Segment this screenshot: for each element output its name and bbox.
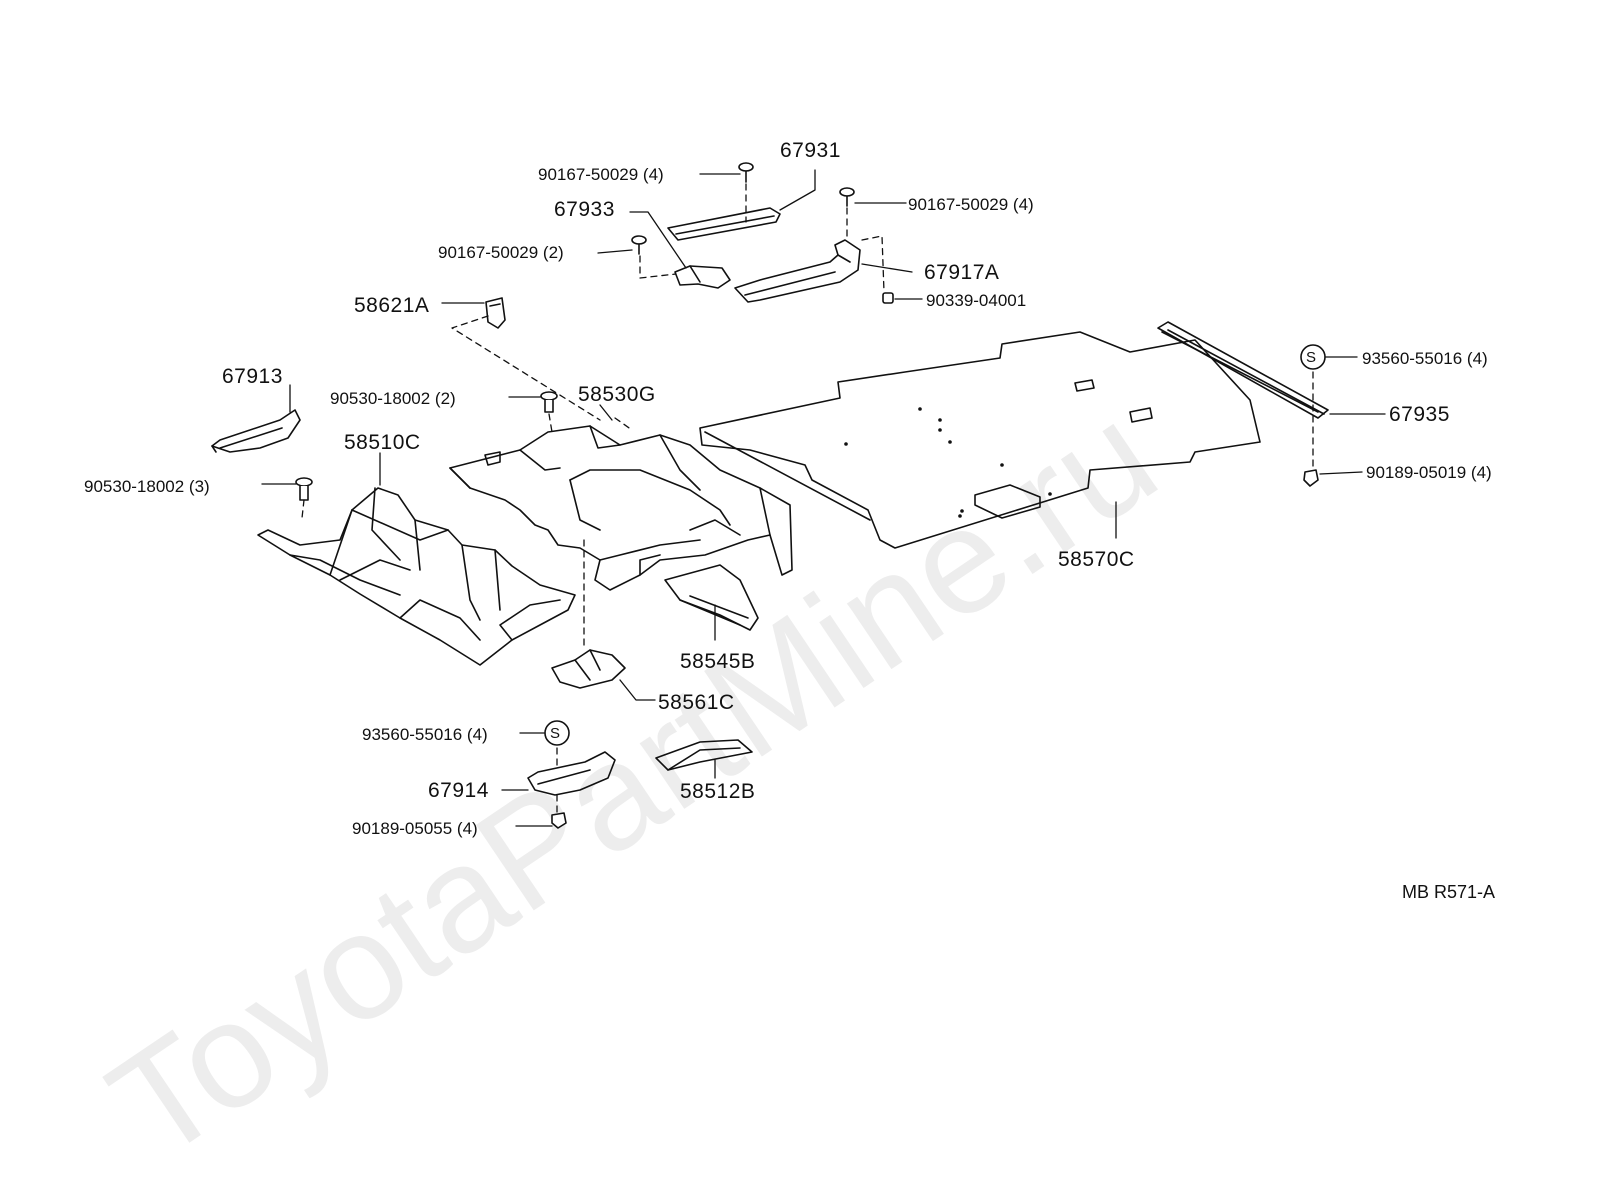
plate-67933 <box>674 265 731 289</box>
label-58530g: 58530G <box>578 383 656 406</box>
label-67933: 67933 <box>554 198 615 221</box>
mat-dots <box>844 407 1052 518</box>
label-58510c: 58510C <box>344 431 421 454</box>
label-90530-18002-2: 90530-18002 (2) <box>330 389 456 408</box>
label-90167-50029-4-b: 90167-50029 (4) <box>908 195 1034 214</box>
label-58570c: 58570C <box>1058 548 1135 571</box>
floor-mat-58570c <box>699 331 1261 549</box>
diagram-drawing <box>211 162 1386 829</box>
leader-lines <box>261 169 1386 827</box>
label-90339-04001: 90339-04001 <box>926 291 1027 310</box>
s-circles <box>544 344 1326 746</box>
label-67914: 67914 <box>428 779 489 802</box>
bracket-58561c <box>551 649 626 689</box>
label-90189-05055-4: 90189-05055 (4) <box>352 819 478 838</box>
label-67913: 67913 <box>222 365 283 388</box>
front-carpet-58510c <box>257 487 576 666</box>
dashed-lines <box>301 183 1314 813</box>
label-93560-55016-4-a: 93560-55016 (4) <box>1362 349 1488 368</box>
label-58621a: 58621A <box>354 294 430 317</box>
label-58512b: 58512B <box>680 780 756 803</box>
diagram-code: MB R571-A <box>1402 882 1496 902</box>
label-67931: 67931 <box>780 139 841 162</box>
s-mark-bottom: S <box>550 725 561 742</box>
label-90530-18002-3: 90530-18002 (3) <box>84 477 210 496</box>
label-67935: 67935 <box>1389 403 1450 426</box>
plate-58512b <box>655 739 753 771</box>
middle-carpet-58530g <box>449 425 793 591</box>
label-58561c: 58561C <box>658 691 735 714</box>
label-58545b: 58545B <box>680 650 756 673</box>
label-90189-05019-4: 90189-05019 (4) <box>1366 463 1492 482</box>
label-90167-50029-2: 90167-50029 (2) <box>438 243 564 262</box>
bracket-67917a <box>734 239 861 303</box>
parts-diagram: ToyotaPartMine.ru <box>81 139 1496 1191</box>
panel-58545b <box>664 564 759 631</box>
label-67917a: 67917A <box>924 261 1000 284</box>
label-90167-50029-4-a: 90167-50029 (4) <box>538 165 664 184</box>
scuff-plate-67913 <box>211 409 301 453</box>
plate-67931 <box>667 207 781 241</box>
label-93560-55016-4-b: 93560-55016 (4) <box>362 725 488 744</box>
scuff-plate-67914 <box>527 751 616 796</box>
rail-67935 <box>1157 321 1329 419</box>
s-mark-right: S <box>1306 349 1317 366</box>
clip-58621a <box>485 297 506 329</box>
